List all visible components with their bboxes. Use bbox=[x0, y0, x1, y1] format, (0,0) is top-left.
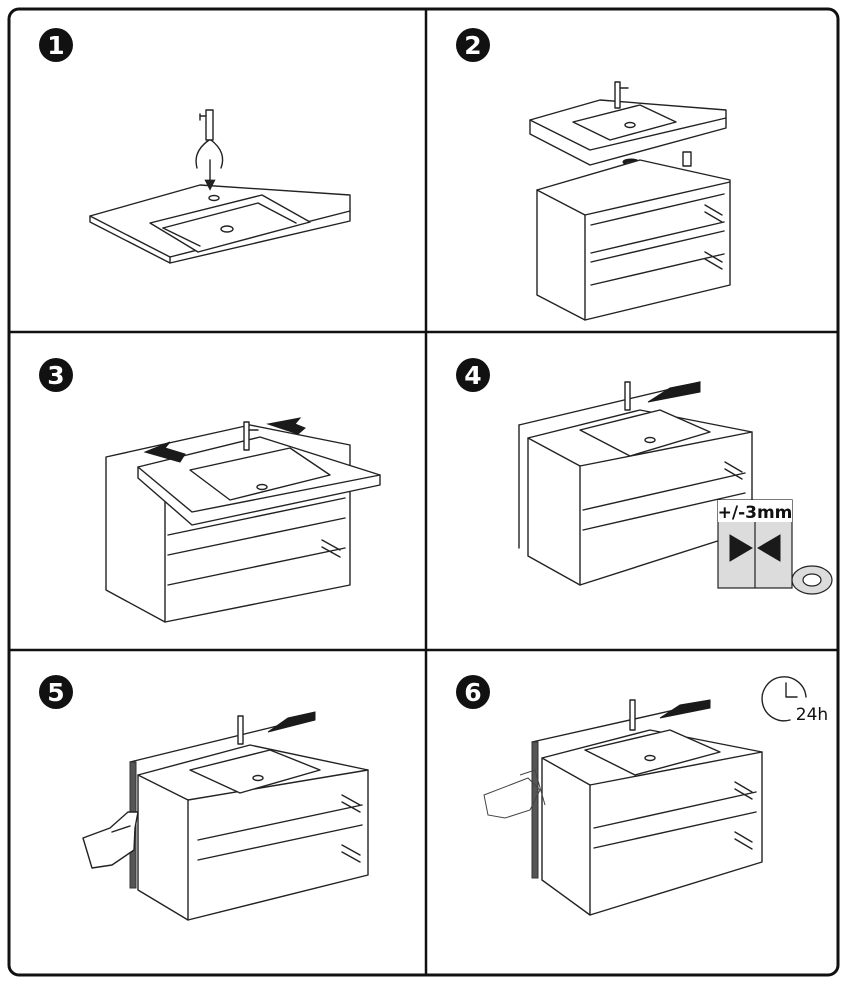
arrow-icon-4 bbox=[647, 381, 701, 403]
tolerance-label: +/-3mm bbox=[718, 503, 793, 523]
faucet-icon bbox=[195, 109, 224, 191]
clock-icon: 24h bbox=[761, 676, 828, 725]
washbasin-top-3 bbox=[137, 421, 381, 526]
washbasin-top bbox=[89, 184, 351, 264]
panel-grid bbox=[7, 7, 840, 977]
hand-icon bbox=[82, 811, 139, 869]
step-6-badge: 6 bbox=[456, 675, 490, 709]
step-2-number: 2 bbox=[464, 31, 481, 60]
gap-tolerance-box: +/-3mm bbox=[717, 499, 793, 589]
step-2-badge: 2 bbox=[456, 28, 490, 62]
step-1-number: 1 bbox=[47, 31, 64, 60]
washbasin-top-lifted bbox=[529, 81, 727, 166]
step-1-panel: 1 bbox=[39, 28, 351, 264]
arrow-icon-5 bbox=[267, 711, 316, 733]
hand-icon-6 bbox=[483, 769, 546, 819]
vanity-with-top-5 bbox=[137, 715, 369, 921]
step-5-badge: 5 bbox=[39, 675, 73, 709]
step-6-panel: 6 24h bbox=[456, 675, 828, 916]
step-2-panel: 2 bbox=[456, 28, 731, 321]
cure-time-label: 24h bbox=[796, 705, 828, 725]
vanity-with-top-4 bbox=[527, 381, 753, 586]
vanity-cabinet bbox=[536, 151, 731, 321]
step-5-number: 5 bbox=[47, 678, 64, 707]
vanity-with-top-6 bbox=[541, 699, 763, 916]
step-3-badge: 3 bbox=[39, 358, 73, 392]
step-3-number: 3 bbox=[47, 361, 64, 390]
arrow-icon-6 bbox=[659, 699, 711, 719]
step-4-panel: 4 +/-3mm bbox=[456, 358, 833, 595]
step-3-panel: 3 bbox=[39, 358, 381, 623]
step-1-badge: 1 bbox=[39, 28, 73, 62]
step-6-number: 6 bbox=[464, 678, 481, 707]
step-4-number: 4 bbox=[464, 361, 481, 390]
step-4-badge: 4 bbox=[456, 358, 490, 392]
step-5-panel: 5 bbox=[39, 675, 369, 921]
tape-roll-icon bbox=[791, 565, 833, 595]
arrow-icon bbox=[143, 417, 306, 463]
